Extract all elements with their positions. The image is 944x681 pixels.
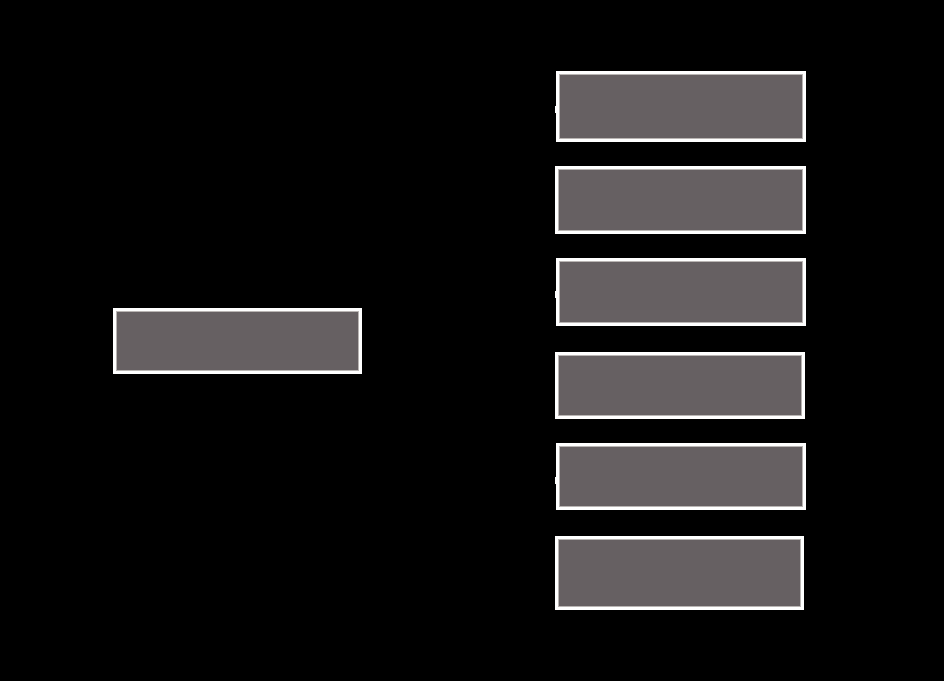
right-block-2-label xyxy=(558,231,559,232)
right-block-5-fill xyxy=(559,446,803,507)
right-block-3-label xyxy=(559,323,560,324)
right-block-5-label xyxy=(559,507,560,508)
right-block-2[interactable] xyxy=(555,166,806,234)
right-block-4-label xyxy=(558,416,559,417)
right-block-1[interactable] xyxy=(555,71,806,142)
right-block-6[interactable] xyxy=(555,536,804,610)
right-block-1-connector-nub xyxy=(555,106,559,113)
right-block-4-fill xyxy=(558,355,802,416)
left-block-1-label xyxy=(116,371,117,372)
right-block-3[interactable] xyxy=(555,258,806,326)
right-block-1-label xyxy=(559,139,560,140)
right-block-3-connector-nub xyxy=(555,291,559,298)
right-block-6-label xyxy=(558,607,559,608)
right-block-5[interactable] xyxy=(555,443,806,510)
right-block-5-connector-nub xyxy=(555,477,559,484)
right-block-6-fill xyxy=(558,539,801,607)
left-block-1[interactable] xyxy=(113,308,362,374)
left-block-1-fill xyxy=(116,311,359,371)
right-block-2-fill xyxy=(558,169,803,231)
right-block-4[interactable] xyxy=(555,352,805,419)
right-block-1-fill xyxy=(559,74,803,139)
right-block-3-fill xyxy=(559,261,803,323)
